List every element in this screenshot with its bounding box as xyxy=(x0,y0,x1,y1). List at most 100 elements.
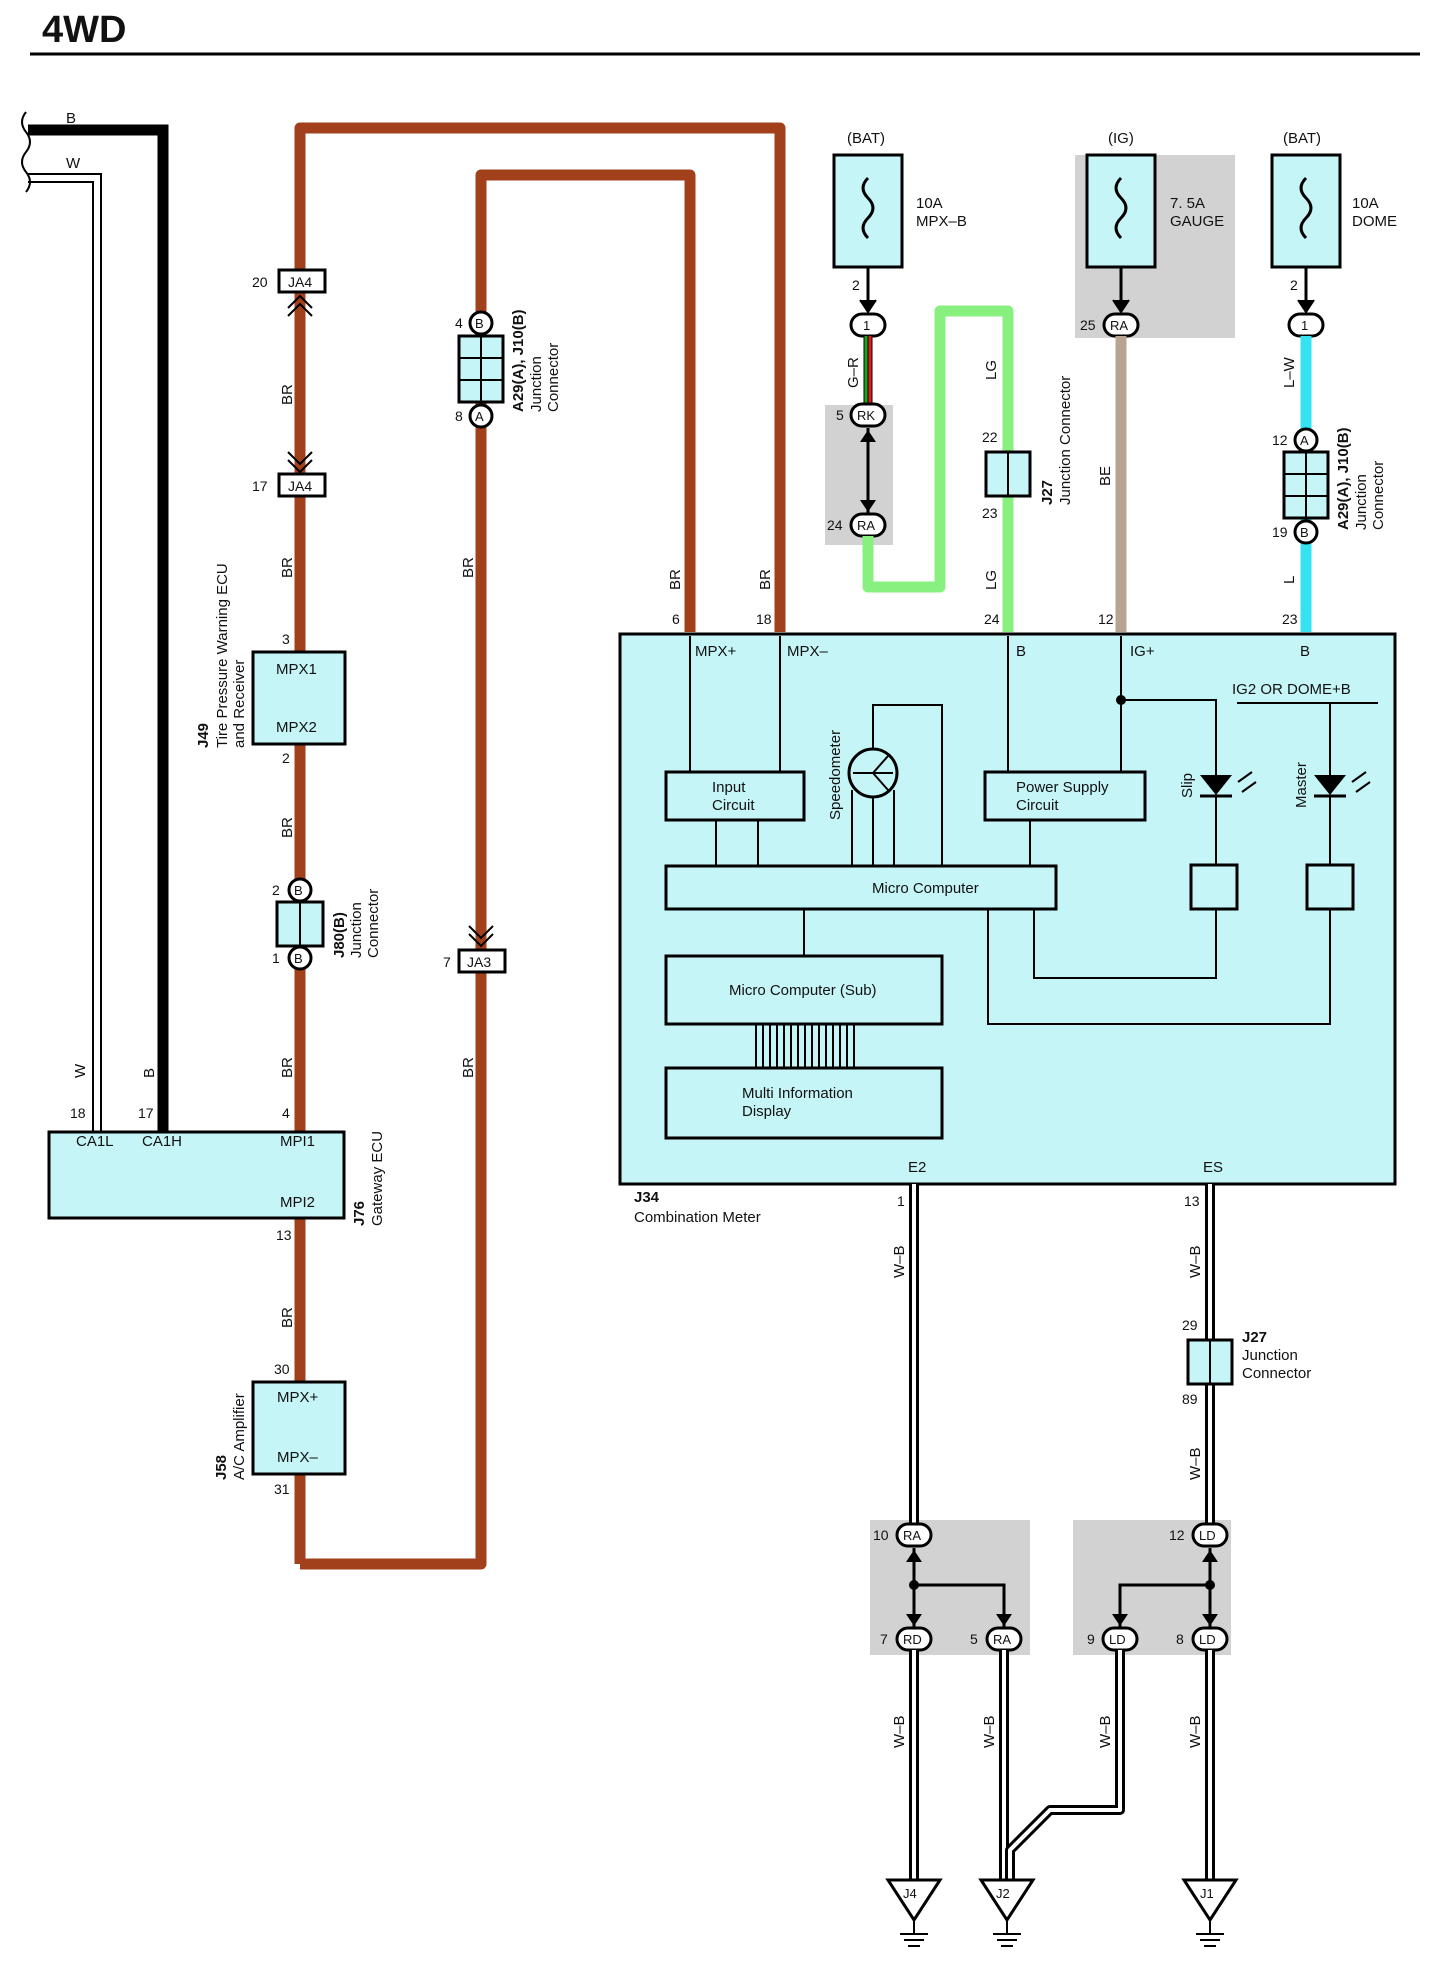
wb-label-7: W–B xyxy=(1187,1715,1204,1748)
slip-indicator-led xyxy=(1200,771,1257,865)
j80-pin-top: 2 xyxy=(272,882,280,898)
j49-mpx2: MPX2 xyxy=(276,719,317,736)
power-supply-1: Power Supply xyxy=(1016,779,1109,796)
micro-computer-box xyxy=(664,864,1058,911)
meter-term-igp: IG+ xyxy=(1130,643,1155,660)
splice-ra5: RA 5 xyxy=(970,1626,1023,1652)
page-title: 4WD xyxy=(42,9,126,51)
wb-label-5: W–B xyxy=(981,1715,998,1748)
splice-rd7: RD 7 xyxy=(880,1626,933,1652)
j76-ca1h: CA1H xyxy=(142,1133,182,1150)
splice-ra5-name: RA xyxy=(993,1632,1011,1647)
l-label: L xyxy=(1281,576,1298,584)
micro-computer-label: Micro Computer xyxy=(872,880,979,897)
j58-pin-top: 30 xyxy=(274,1361,290,1377)
br-wire-loop-2 xyxy=(300,169,696,1570)
j27-bottom-desc-1: Junction xyxy=(1242,1347,1298,1364)
j58-mpxp: MPX+ xyxy=(277,1389,319,1406)
meter-term-es: ES xyxy=(1203,1159,1223,1176)
j27-bottom-id: J27 xyxy=(1242,1329,1267,1346)
j80-desc-1: Junction xyxy=(348,902,365,958)
j80-id: J80(B) xyxy=(331,912,348,958)
ja4-bottom-pin: 17 xyxy=(252,478,268,494)
meter-ig2-label: IG2 OR DOME+B xyxy=(1232,681,1351,698)
j76-id: J76 xyxy=(351,1201,368,1226)
multi-info-display-box xyxy=(664,1066,944,1140)
wb-label-4: W–B xyxy=(891,1715,908,1748)
meter-pin-1: 1 xyxy=(897,1193,905,1209)
fuse-dome-pin: 2 xyxy=(1290,277,1298,293)
wb-label-2: W–B xyxy=(1187,1245,1204,1278)
fuse-dome-name: DOME xyxy=(1352,213,1397,230)
dome-connector-1-label: 1 xyxy=(1301,318,1308,333)
display-bus xyxy=(755,1024,855,1068)
j80-desc-2: Connector xyxy=(365,889,382,958)
splice-ra-links xyxy=(906,1548,1012,1628)
ra24-name: RA xyxy=(857,518,875,533)
wb-label-1: W–B xyxy=(891,1245,908,1278)
j49-id: J49 xyxy=(195,723,212,748)
wb-label-3: W–B xyxy=(1187,1447,1204,1480)
a29-left-pin-top: 4 xyxy=(455,315,463,331)
j76-pin-4: 4 xyxy=(282,1105,290,1121)
wb-label-6: W–B xyxy=(1097,1715,1114,1748)
master-label: Master xyxy=(1293,762,1310,808)
rk-ra-arrow-up xyxy=(860,430,876,442)
input-circuit-1: Input xyxy=(712,779,746,796)
meter-pin-13: 13 xyxy=(1184,1193,1200,1209)
splice-ra10-name: RA xyxy=(903,1528,921,1543)
gr-wire xyxy=(863,336,873,404)
j49-mpx1: MPX1 xyxy=(276,661,317,678)
a29-right-letter-bottom: B xyxy=(1300,525,1309,540)
be-label: BE xyxy=(1097,466,1114,486)
j58-pin-bottom: 31 xyxy=(274,1481,290,1497)
j27-bottom-desc-2: Connector xyxy=(1242,1365,1311,1382)
ground-j4-label: J4 xyxy=(903,1886,917,1901)
igp-junction-dot xyxy=(1116,695,1126,705)
fuse-dome-rating: 10A xyxy=(1352,195,1379,212)
j76-gateway-ecu: CA1L CA1H MPI1 MPI2 18 17 4 13 J76 Gatew… xyxy=(47,1105,386,1243)
lg-label-2: LG xyxy=(983,570,1000,590)
ground-j2: J2 xyxy=(978,1878,1036,1947)
rk-ra-arrow-down xyxy=(860,500,876,512)
gauge-connector-ra-pin: 25 xyxy=(1080,317,1096,333)
slip-label: Slip xyxy=(1179,773,1196,798)
br-label-9: BR xyxy=(757,569,774,590)
b-wire-label-top: B xyxy=(66,110,76,127)
j76-mpi1: MPI1 xyxy=(280,1133,315,1150)
gr-label: G–R xyxy=(845,357,862,388)
splice-ld-links xyxy=(1112,1548,1218,1628)
a29-right-desc-2: Connector xyxy=(1370,461,1387,530)
ja4-bottom-connector: JA4 17 xyxy=(252,451,327,498)
mpxb-connector-1: 1 xyxy=(849,312,887,338)
micro-computer-sub-label: Micro Computer (Sub) xyxy=(729,982,877,999)
j58-mpxm: MPX– xyxy=(277,1449,319,1466)
splice-ld8-name: LD xyxy=(1199,1632,1216,1647)
j49-desc-1: Tire Pressure Warning ECU xyxy=(214,563,231,748)
a29-left-desc-1: Junction xyxy=(528,356,545,412)
multi-info-display-2: Display xyxy=(742,1103,792,1120)
rk-name: RK xyxy=(857,408,875,423)
j76-pin-17: 17 xyxy=(138,1105,154,1121)
j27-bottom-pin-bottom: 89 xyxy=(1182,1391,1198,1407)
speedo-line-d xyxy=(872,704,943,866)
j27-top-id: J27 xyxy=(1039,480,1056,505)
j76-pin-18: 18 xyxy=(70,1105,86,1121)
meter-term-mpxp: MPX+ xyxy=(695,643,737,660)
splice-rd7-name: RD xyxy=(903,1632,922,1647)
j27-top-junction-connector: 22 23 J27 Junction Connector xyxy=(982,376,1074,521)
wb-ground-wires xyxy=(909,1650,1215,1880)
a29-left-letter-top: B xyxy=(475,316,484,331)
ground-j2-label: J2 xyxy=(996,1886,1010,1901)
a29-left-letter-bottom: A xyxy=(475,409,484,424)
a29-right-desc-1: Junction xyxy=(1353,474,1370,530)
br-wire-loop-1 xyxy=(294,122,786,1564)
a29-right-pin-bottom: 19 xyxy=(1272,524,1288,540)
j76-mpi2: MPI2 xyxy=(280,1194,315,1211)
ground-j1: J1 xyxy=(1181,1878,1239,1947)
j27-top-pin-bottom: 23 xyxy=(982,505,998,521)
ground-j1-label: J1 xyxy=(1200,1886,1214,1901)
splice-ra10: RA 10 xyxy=(873,1522,933,1548)
fuse-dome: 10A DOME 2 xyxy=(1270,153,1397,293)
